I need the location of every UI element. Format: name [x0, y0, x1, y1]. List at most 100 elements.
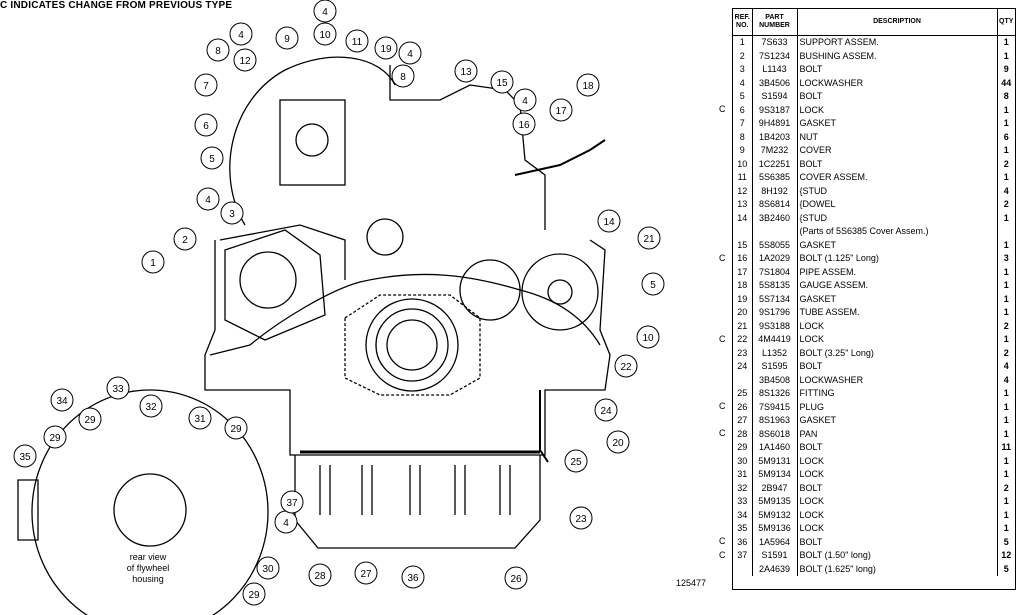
part-number-cell: S1595	[752, 360, 798, 374]
qty-cell: 12	[1001, 550, 1012, 560]
description-cell: TUBE ASSEM.	[797, 306, 998, 320]
part-number-cell: 8S1963	[752, 414, 798, 428]
description-cell: FITTING	[797, 387, 998, 401]
qty-cell: 6	[1003, 131, 1009, 142]
ref-cell: 24	[733, 360, 753, 374]
balloon-17: 17	[555, 106, 567, 117]
description-cell: LOCK	[797, 103, 998, 117]
change-marker: C	[719, 401, 726, 411]
qty-cell: 2	[1003, 199, 1009, 209]
qty-cell: 2	[1003, 320, 1009, 331]
change-marker: C	[719, 252, 726, 263]
description-cell: NUT	[797, 130, 998, 144]
drawing-number: 125477	[676, 578, 707, 588]
change-marker: C	[719, 104, 726, 114]
ref-cell: 31	[733, 468, 753, 482]
qty-cell: 1	[1003, 280, 1009, 290]
balloon-5b: 5	[650, 280, 656, 291]
balloon-14: 14	[603, 217, 615, 228]
balloon-10a: 10	[319, 30, 331, 41]
description-cell: BOLT	[797, 535, 998, 549]
part-number-cell: 3B2460	[752, 211, 798, 225]
inset-label-line1: rear view	[130, 552, 167, 562]
description-cell: BOLT	[797, 481, 998, 495]
ref-cell: 22	[733, 333, 753, 347]
balloon-22: 22	[620, 362, 632, 373]
description-cell: LOCK	[797, 508, 998, 522]
balloon-36: 36	[407, 573, 419, 584]
ref-cell: 7	[733, 117, 753, 131]
part-number-cell: 2B947	[752, 481, 798, 495]
balloon-1: 1	[150, 258, 156, 269]
ref-cell: 14	[733, 211, 753, 225]
balloon-33: 33	[112, 384, 124, 395]
description-cell: BOLT	[797, 360, 998, 374]
qty-cell: 44	[1001, 77, 1012, 88]
balloon-7: 7	[203, 81, 209, 92]
balloon-20: 20	[612, 438, 624, 449]
description-cell: GASKET	[797, 414, 998, 428]
ref-cell: 35	[733, 522, 753, 536]
part-number-cell: 5S7134	[752, 292, 798, 306]
part-number-cell: 8S6018	[752, 427, 798, 441]
ref-cell: 4	[733, 76, 753, 90]
ref-cell: 36	[733, 535, 753, 549]
qty-cell: 1	[1003, 415, 1009, 425]
part-number-cell: 8S6814	[752, 198, 798, 212]
qty-cell: 1	[1003, 145, 1009, 155]
ref-cell: 12	[733, 184, 753, 198]
balloon-10b: 10	[642, 333, 654, 344]
part-number-cell: 8S1326	[752, 387, 798, 401]
balloon-16: 16	[518, 120, 530, 131]
description-cell: BOLT (1.50" long)	[797, 549, 998, 563]
balloon-9: 9	[284, 34, 290, 45]
qty-cell: 1	[1003, 496, 1009, 506]
qty-cell: 4	[1003, 374, 1009, 385]
inset-label-line3: housing	[132, 574, 164, 584]
part-number-cell: 7M232	[752, 144, 798, 158]
part-number-cell: 9S1796	[752, 306, 798, 320]
qty-cell: 3	[1003, 253, 1009, 263]
balloon-27: 27	[360, 569, 372, 580]
ref-cell: 25	[733, 387, 753, 401]
part-number-cell: S1591	[752, 549, 798, 563]
ref-cell: 33	[733, 495, 753, 509]
part-number-cell: 5S8135	[752, 279, 798, 293]
qty-cell: 1	[1003, 212, 1009, 223]
ref-cell: 5	[733, 90, 753, 104]
qty-cell: 1	[1003, 266, 1009, 277]
balloon-26: 26	[510, 574, 522, 585]
part-number-cell: 5M9136	[752, 522, 798, 536]
change-marker: C	[719, 333, 726, 344]
balloon-12: 12	[239, 56, 251, 67]
ref-cell: 9	[733, 144, 753, 158]
col-ref-header: REF. NO.	[733, 9, 753, 36]
ref-cell: 19	[733, 292, 753, 306]
balloon-8a: 8	[215, 46, 221, 57]
part-number-cell: 5M9135	[752, 495, 798, 509]
balloon-34: 34	[56, 396, 68, 407]
description-cell: GASKET	[797, 238, 998, 252]
ref-cell: 15	[733, 238, 753, 252]
balloon-6: 6	[203, 121, 209, 132]
ref-cell: 2	[733, 49, 753, 63]
ref-cell	[733, 373, 753, 387]
ref-cell: 32	[733, 481, 753, 495]
part-number-cell: 7S1804	[752, 265, 798, 279]
description-cell: (Parts of 5S6385 Cover Assem.)	[797, 225, 998, 239]
